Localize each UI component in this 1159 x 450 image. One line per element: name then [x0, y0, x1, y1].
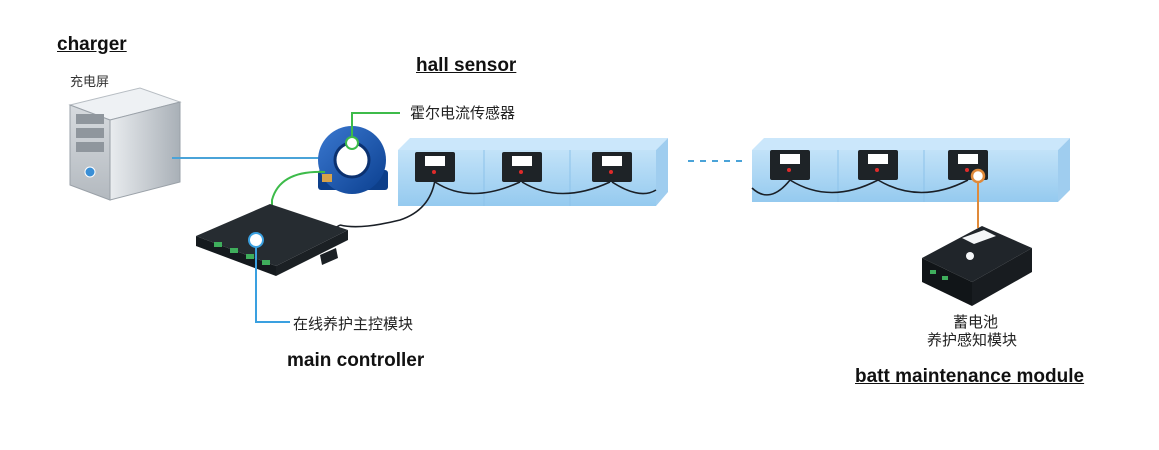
batt-module-cn-line1: 蓄电池	[953, 313, 999, 331]
charger-icon	[68, 87, 182, 201]
main-controller-cn-label: 在线养护主控模块	[293, 315, 414, 333]
charger-title: charger	[57, 34, 127, 55]
hall-controller-cable	[271, 170, 326, 215]
daisy-chain-wires	[339, 179, 969, 228]
hall-sensor-icon	[318, 126, 388, 194]
battery-sensor-icon	[858, 150, 898, 180]
main-callout-line	[255, 247, 290, 323]
main-controller-title: main controller	[287, 350, 425, 371]
hall-callout-marker	[345, 136, 359, 150]
batt-callout-marker	[970, 168, 986, 184]
battery-sensor-icon	[770, 150, 810, 180]
batt-maintenance-module-icon	[922, 226, 1032, 306]
battery-sensor-icon	[415, 152, 455, 182]
hall-callout-line	[351, 112, 400, 137]
hall-sensor-title: hall sensor	[416, 55, 517, 76]
battery-sensor-icon	[592, 152, 632, 182]
main-callout-marker	[248, 232, 264, 248]
batt-module-cn-line2: 养护感知模块	[927, 331, 1018, 349]
hall-sensor-cn-label: 霍尔电流传感器	[410, 104, 516, 122]
charger-cn-label: 充电屏	[70, 75, 110, 90]
main-controller-icon	[196, 204, 348, 276]
battery-sensor-icon	[502, 152, 542, 182]
batt-module-title: batt maintenance module	[855, 366, 1085, 387]
